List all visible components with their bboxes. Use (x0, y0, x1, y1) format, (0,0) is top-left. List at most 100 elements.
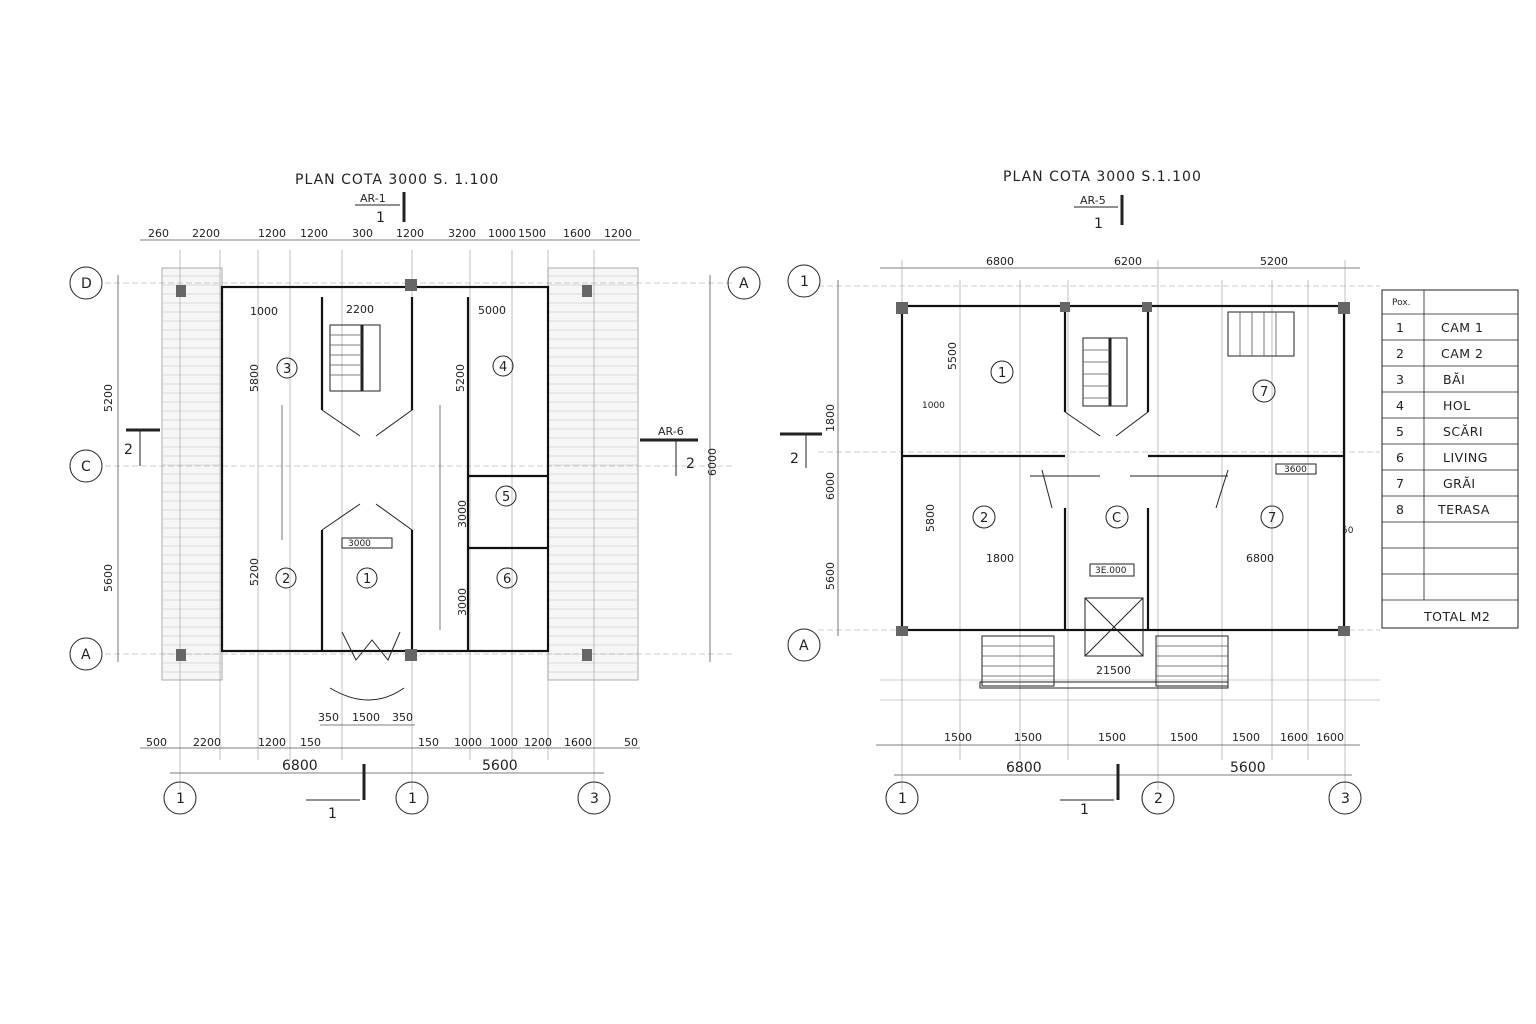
side-num: 2 (686, 456, 695, 472)
left-hatch-zones (161, 267, 639, 681)
right-section-ref: AR-5 (1080, 194, 1106, 207)
left-plan-title: PLAN COTA 3000 S. 1.100 (295, 172, 499, 188)
legend-name: BĂI (1443, 372, 1465, 387)
dim: 5800 (924, 504, 937, 532)
dim: 2200 (193, 736, 221, 749)
legend-num: 2 (1396, 346, 1404, 361)
right-plan: PLAN COTA 3000 S.1.100 AR-5 1 6800 6200 … (780, 169, 1380, 818)
left-walls (176, 279, 592, 661)
right-top-dims: 6800 6200 5200 (880, 255, 1360, 269)
right-left-marker: 2 (790, 451, 799, 467)
dim: 1800 (824, 404, 837, 432)
left-plan: PLAN COTA 3000 S. 1.100 AR-1 1 260 2200 … (69, 172, 761, 822)
dim: 350 (318, 711, 339, 724)
room-number: 2 (282, 572, 290, 587)
dim: 2200 (346, 303, 374, 316)
dim: 2200 (192, 227, 220, 240)
dim: 5800 (248, 364, 261, 392)
dim: 1500 (352, 711, 380, 724)
axis-label: 3 (590, 791, 599, 807)
dim: 3000 (456, 500, 469, 528)
right-side-dims: 1800 6000 5600 2 (780, 280, 839, 636)
legend-table: Pox. 1 CAM 1 2 CAM 2 3 BĂI 4 HOL 5 SCĂRI… (1381, 289, 1519, 629)
dim: 1000 (488, 227, 516, 240)
room-number: 6 (503, 572, 511, 587)
left-top-dims: 260 2200 1200 1200 300 1200 3200 1000 15… (140, 227, 640, 241)
left-section-ref: AR-1 (360, 192, 386, 205)
legend-num: 4 (1396, 398, 1404, 413)
axis-label: 1 (176, 791, 185, 807)
axis-label: D (81, 276, 92, 292)
right-section-marker-top: AR-5 1 (1074, 194, 1124, 232)
side-ref: AR-6 (658, 425, 684, 438)
legend-num: 1 (1396, 320, 1404, 335)
dim: 3200 (448, 227, 476, 240)
right-bottom-section: 1 (1080, 802, 1089, 818)
total-dim: 6800 (282, 758, 318, 774)
dim: 1600 (563, 227, 591, 240)
legend-name: SCĂRI (1443, 424, 1483, 439)
axis-label: 1 (408, 791, 417, 807)
axis-label: A (81, 647, 91, 663)
dim: 5200 (454, 364, 467, 392)
left-side-dims: 5200 5600 6000 (102, 275, 719, 662)
dim: 1200 (258, 227, 286, 240)
dim: 1200 (604, 227, 632, 240)
dim: 1500 (1014, 731, 1042, 744)
right-rooms: 1 7 2 C 7 (972, 360, 1284, 529)
left-stair-label: 3000 (348, 539, 371, 549)
left-entrance: 350 1500 350 (318, 631, 415, 726)
left-inner-dims: 1000 2200 5000 5800 5200 5200 3000 3000 (248, 303, 506, 630)
room-number: C (1112, 511, 1121, 526)
dim: 1200 (258, 736, 286, 749)
right-axis-bubbles: 1 A 1 2 3 (787, 264, 1362, 815)
left-axis-bubbles: D C A A 1 1 3 (69, 266, 761, 815)
axis-label: A (739, 276, 749, 292)
right-inner-dims: 5500 1000 5800 1800 6800 3E.000 21500 36… (922, 342, 1354, 677)
dim: 1500 (1098, 731, 1126, 744)
dim: 1200 (300, 227, 328, 240)
legend-header: Pox. (1392, 298, 1411, 308)
dim: 1000 (454, 736, 482, 749)
legend-num: 8 (1396, 502, 1404, 517)
total-dim: 6800 (1006, 760, 1042, 776)
room-number: 1 (998, 366, 1006, 381)
right-stairs (979, 311, 1295, 689)
right-plan-title: PLAN COTA 3000 S.1.100 (1003, 169, 1202, 185)
left-side-markers: 2 AR-6 2 (124, 425, 698, 476)
dim: 3600 (1284, 465, 1307, 475)
dim: 5200 (248, 558, 261, 586)
right-section-num: 1 (1094, 216, 1103, 232)
legend-total: TOTAL M2 (1423, 609, 1490, 624)
dim: 6200 (1114, 255, 1142, 268)
legend-num: 6 (1396, 450, 1404, 465)
right-walls (896, 302, 1350, 636)
dim: 5600 (102, 564, 115, 592)
total-dim: 5600 (482, 758, 518, 774)
dim: 1500 (518, 227, 546, 240)
dim: 300 (352, 227, 373, 240)
dim: 6800 (986, 255, 1014, 268)
dim: 50 (1342, 526, 1354, 536)
legend-name: CAM 1 (1441, 320, 1484, 335)
dim: 1500 (1170, 731, 1198, 744)
room-number: 3 (283, 362, 291, 377)
dim: 21500 (1096, 664, 1131, 677)
dim: 1800 (986, 552, 1014, 565)
legend-name: TERASA (1437, 502, 1490, 517)
dim: 1000 (250, 305, 278, 318)
dim: 1200 (396, 227, 424, 240)
axis-label: A (799, 638, 809, 654)
dim: 350 (392, 711, 413, 724)
dim: 5500 (946, 342, 959, 370)
legend-name: LIVING (1443, 450, 1488, 465)
right-bottom-dims: 1500 1500 1500 1500 1500 1600 1600 6800 … (876, 731, 1360, 818)
dim: 6000 (824, 472, 837, 500)
dim: 1600 (564, 736, 592, 749)
dim: 1600 (1280, 731, 1308, 744)
left-bottom-dims: 500 2200 1200 150 150 1000 1000 1200 160… (140, 736, 640, 822)
left-section-num: 1 (376, 210, 385, 226)
dim: 1000 (922, 401, 945, 411)
dim: 5200 (102, 384, 115, 412)
